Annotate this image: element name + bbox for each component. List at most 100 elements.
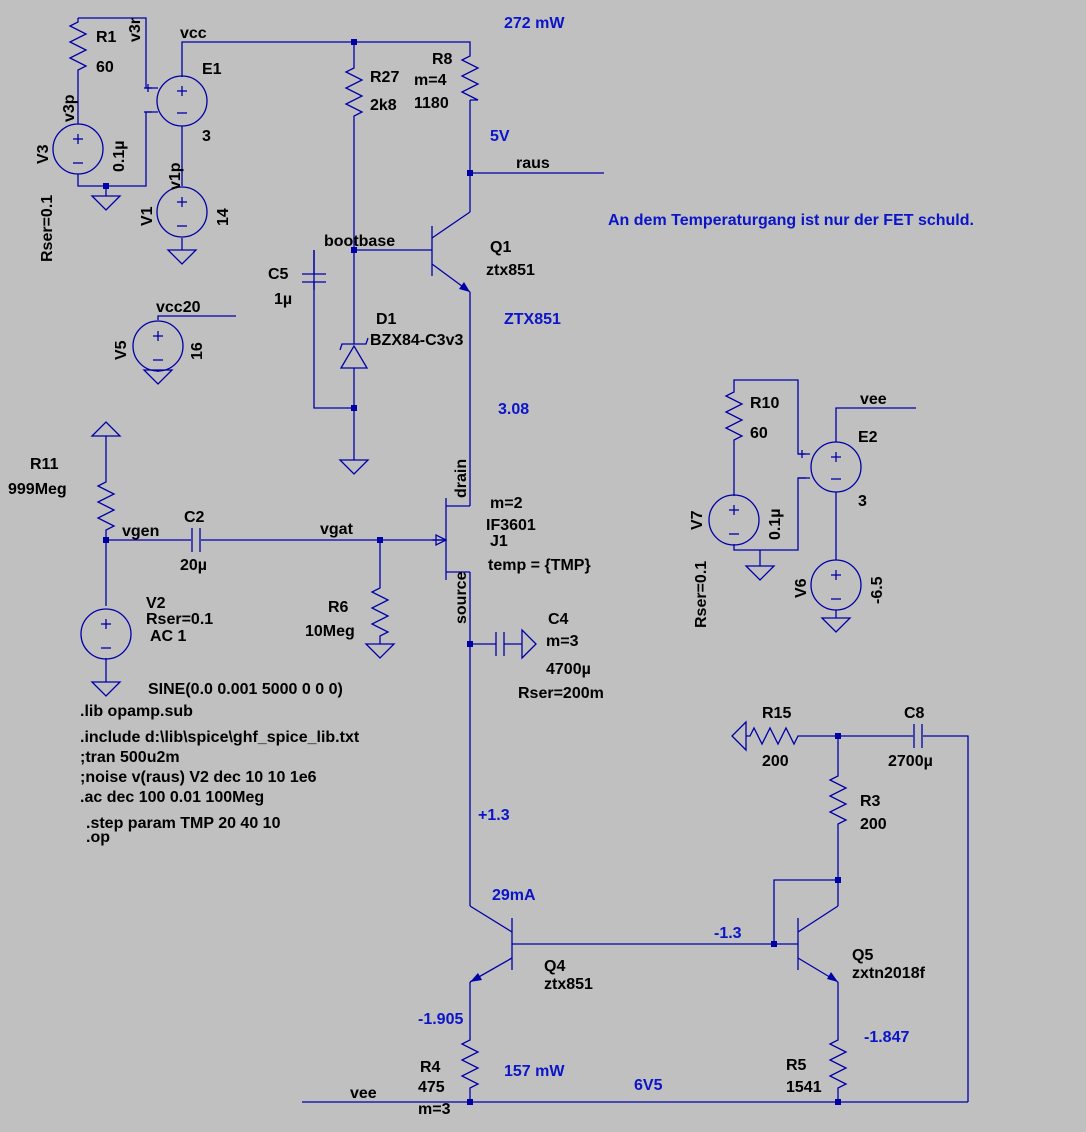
net-vee-bottom: vee [350, 1085, 377, 1102]
q4-name: Q4 [544, 958, 565, 975]
ground-symbols [90, 195, 852, 697]
net-v1p: v1p [167, 162, 184, 190]
r10-symbol[interactable] [724, 388, 744, 444]
d1-symbol[interactable] [339, 337, 369, 369]
r27-name: R27 [370, 69, 399, 86]
c5-symbol[interactable] [302, 250, 326, 290]
directive-ac[interactable]: .ac dec 100 0.01 100Meg [80, 789, 264, 806]
annotation-power-r8: 272 mW [504, 15, 565, 32]
v3-name: V3 [35, 144, 52, 164]
r8-symbol[interactable] [460, 52, 480, 101]
annotation-q5-emitter-voltage: -1.847 [864, 1029, 909, 1046]
r8-name: R8 [432, 51, 453, 68]
q5-symbol[interactable] [797, 905, 839, 983]
net-vee-top: vee [860, 391, 887, 408]
r15-value: 200 [762, 753, 789, 770]
r1-value: 60 [96, 59, 114, 76]
annotation-q4-emitter-voltage: -1.905 [418, 1011, 463, 1028]
r11-name: R11 [30, 456, 59, 473]
r8-value: 1180 [414, 95, 449, 112]
net-v3r: v3r [127, 18, 144, 42]
r27-value: 2k8 [370, 97, 397, 114]
net-raus: raus [516, 155, 550, 172]
e2-name: E2 [858, 429, 878, 446]
d1-name: D1 [376, 311, 397, 328]
e2-symbol[interactable] [798, 441, 862, 493]
e1-value: 3 [202, 128, 211, 145]
v7-symbol[interactable] [708, 494, 760, 546]
e2-value: 3 [858, 493, 867, 510]
directive-include[interactable]: .include d:\lib\spice\ghf_spice_lib.txt [80, 729, 360, 746]
r3-value: 200 [860, 816, 887, 833]
r11-symbol[interactable] [96, 478, 116, 536]
wires [77, 17, 969, 1103]
v3-rser: Rser=0.1 [39, 195, 56, 262]
e1-symbol[interactable] [144, 75, 208, 127]
v2-name: V2 [146, 595, 166, 612]
directive-op[interactable]: .op [86, 829, 110, 846]
v6-symbol[interactable] [810, 559, 862, 611]
j1-symbol[interactable] [432, 498, 448, 580]
q4-symbol[interactable] [469, 905, 513, 983]
v2-sine: SINE(0.0 0.001 5000 0 0 0) [148, 681, 343, 698]
q1-symbol[interactable] [431, 211, 471, 293]
v1-symbol[interactable] [156, 186, 208, 238]
annotation-base-voltage: -1.3 [714, 925, 742, 942]
r6-symbol[interactable] [370, 584, 390, 640]
r5-name: R5 [786, 1057, 807, 1074]
e1-name: E1 [202, 61, 222, 78]
c8-name: C8 [904, 705, 925, 722]
directive-lib[interactable]: .lib opamp.sub [80, 703, 193, 720]
v2-symbol[interactable] [80, 608, 132, 660]
r4-mult: m=3 [418, 1101, 451, 1118]
v5-symbol[interactable] [132, 320, 184, 372]
q1-name: Q1 [490, 239, 511, 256]
c5-name: C5 [268, 266, 289, 283]
r11-node-arrow [90, 421, 122, 437]
r4-value: 475 [418, 1079, 445, 1096]
annotation-ztx851: ZTX851 [504, 311, 561, 328]
r3-name: R3 [860, 793, 881, 810]
q5-model: zxtn2018f [852, 965, 926, 982]
c2-value: 20µ [180, 557, 207, 574]
c4-value: 4700µ [546, 661, 591, 678]
r4-symbol[interactable] [460, 1036, 480, 1090]
r6-name: R6 [328, 599, 349, 616]
c5-value: 1µ [274, 291, 292, 308]
net-source: source [453, 571, 470, 624]
v2-rser: Rser=0.1 [146, 611, 213, 628]
c2-symbol[interactable] [191, 528, 201, 552]
net-vcc20: vcc20 [156, 299, 201, 316]
net-vgat: vgat [320, 521, 354, 538]
directive-noise[interactable]: ;noise v(raus) V2 dec 10 10 1e6 [80, 769, 317, 786]
annotation-note: An dem Temperaturgang ist nur der FET sc… [608, 212, 974, 229]
c4-symbol[interactable] [495, 632, 522, 656]
r6-value: 10Meg [305, 623, 355, 640]
r15-name: R15 [762, 705, 791, 722]
r1-symbol[interactable] [68, 18, 88, 120]
v6-name: V6 [793, 578, 810, 598]
annotation-drain-voltage: 3.08 [498, 401, 529, 418]
r15-node-arrow [731, 720, 747, 752]
r5-symbol[interactable] [828, 1036, 848, 1090]
junction-dots [103, 39, 841, 1105]
c4-rser: Rser=200m [518, 685, 604, 702]
net-bootbase: bootbase [324, 233, 395, 250]
c8-symbol[interactable] [913, 724, 923, 748]
c4-name: C4 [548, 611, 569, 628]
directive-tran[interactable]: ;tran 500u2m [80, 749, 180, 766]
v3-symbol[interactable] [52, 123, 104, 175]
v7-value: 0.1µ [767, 509, 784, 540]
net-vgen: vgen [122, 523, 159, 540]
r15-symbol[interactable] [746, 726, 800, 746]
c4-node-arrow [521, 628, 537, 660]
v1-name: V1 [139, 206, 156, 226]
j1-temp: temp = {TMP} [488, 557, 591, 574]
r3-symbol[interactable] [828, 772, 848, 828]
directive-step[interactable]: .step param TMP 20 40 10 [86, 815, 281, 832]
v2-ac: AC 1 [150, 628, 187, 645]
r8-mult: m=4 [414, 72, 447, 89]
r27-symbol[interactable] [344, 64, 364, 118]
r11-value: 999Meg [8, 481, 67, 498]
net-vcc: vcc [180, 25, 207, 42]
